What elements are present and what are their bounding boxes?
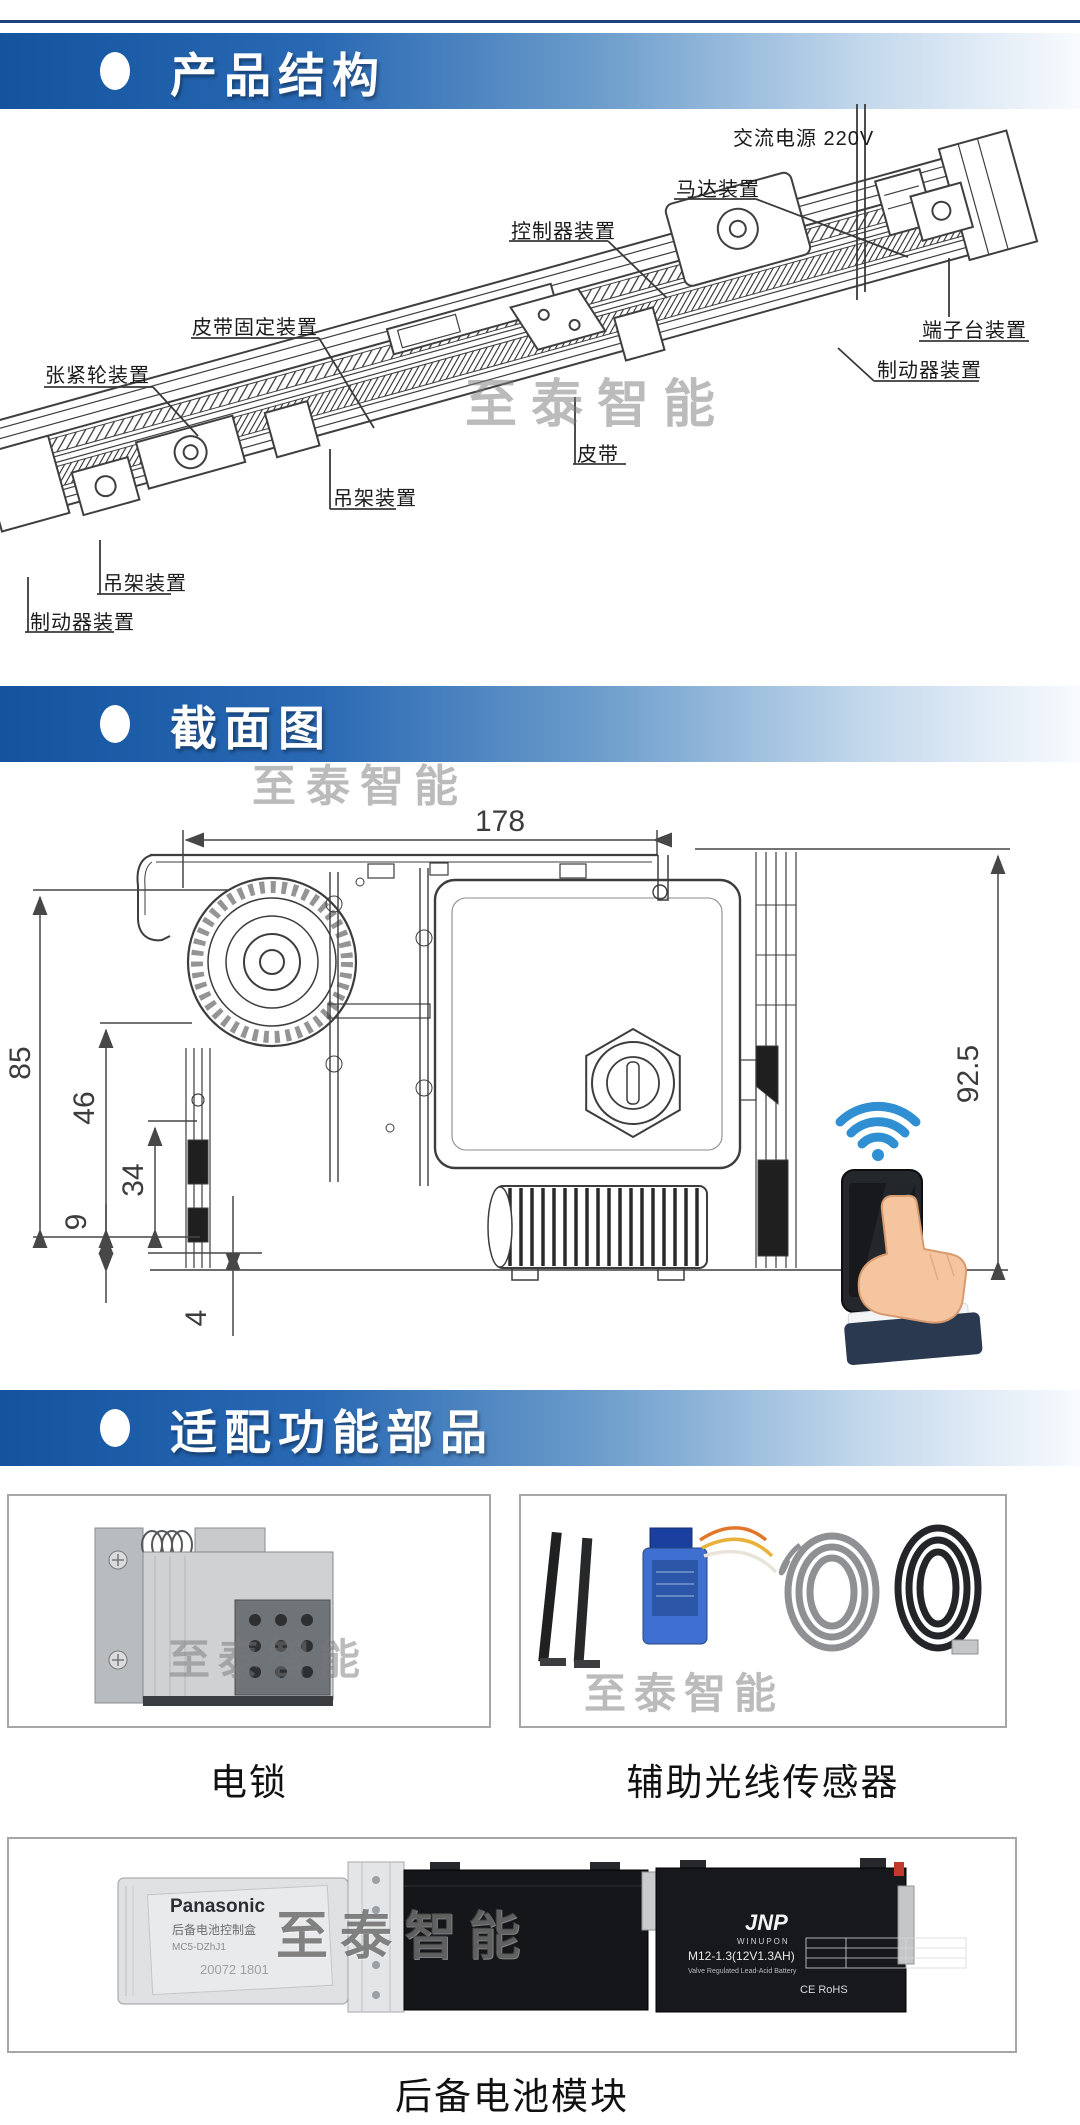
watermark: 至泰智能 <box>168 1636 369 1683</box>
structure-diagram: 交流电源 220V 马达装置 控制器装置 皮带固定装置 张紧轮装置 端子台装置 … <box>0 104 1039 634</box>
battery-label-main: M12-1.3(12V1.3AH) <box>688 1949 795 1963</box>
door-rail-drawing <box>0 129 1039 533</box>
label-hanger-bottom: 吊架装置 <box>103 572 187 595</box>
section-title: 截面图 <box>170 701 332 755</box>
battery-logo-sub: WINUPON <box>737 1937 790 1946</box>
battery-label-sub: Valve Regulated Lead-Acid Battery <box>688 1968 797 1975</box>
caption-electric-lock: 电锁 <box>210 1762 288 1803</box>
battery-module-image: Panasonic 后备电池控制盒 MC5-DZhJ1 20072 1801 J… <box>117 1858 967 2013</box>
caption-backup-battery: 后备电池模块 <box>395 2076 629 2117</box>
battery-box-line1: 后备电池控制盒 <box>172 1922 256 1937</box>
battery-cert-marks: CE RoHS <box>800 1984 848 1996</box>
watermark: 至泰智能 <box>584 1670 785 1717</box>
battery-stamp: 20072 1801 <box>200 1962 269 1977</box>
top-divider <box>0 20 1080 23</box>
dimension-values: 178 85 46 34 9 4 92.5 <box>4 805 985 1326</box>
section-banner-structure: 产品结构 <box>0 33 1080 109</box>
wifi-icon <box>835 1101 921 1161</box>
battery-logo: JNP <box>745 1910 788 1935</box>
dim-height-inner: 34 <box>117 1163 150 1196</box>
profile-drawing <box>136 852 1008 1281</box>
caption-light-sensor: 辅助光线传感器 <box>626 1762 900 1803</box>
leader-lines <box>25 104 1029 633</box>
watermark: 至泰智能 <box>276 1908 533 1966</box>
label-belt-fixing: 皮带固定装置 <box>192 316 318 339</box>
bullet-icon <box>100 52 130 90</box>
dim-width-top: 178 <box>475 805 525 838</box>
battery-brand: Panasonic <box>170 1896 265 1917</box>
smartphone-hand-illustration <box>841 1169 983 1366</box>
label-motor: 马达装置 <box>676 178 760 201</box>
label-controller: 控制器装置 <box>511 220 616 243</box>
dim-height-mid: 46 <box>68 1091 101 1124</box>
label-brake-right: 制动器装置 <box>877 359 982 382</box>
bullet-icon <box>100 1409 130 1447</box>
label-terminal-block: 端子台装置 <box>922 319 1027 342</box>
dim-depth-small: 4 <box>180 1310 213 1327</box>
dim-height-outer: 85 <box>4 1046 37 1079</box>
dim-height-small: 9 <box>60 1214 93 1231</box>
label-belt: 皮带 <box>577 443 619 466</box>
label-brake-left: 制动器装置 <box>30 611 135 634</box>
section-banner-accessories: 适配功能部品 <box>0 1390 1080 1466</box>
dimension-lines <box>32 830 1010 1336</box>
accessory-parts: Panasonic 后备电池控制盒 MC5-DZhJ1 20072 1801 J… <box>7 1494 1017 2053</box>
section-title: 适配功能部品 <box>170 1405 494 1459</box>
section-title: 产品结构 <box>170 48 386 102</box>
section-banner-crosssection: 截面图 <box>0 686 1080 762</box>
diagram-labels: 交流电源 220V 马达装置 控制器装置 皮带固定装置 张紧轮装置 端子台装置 … <box>30 127 1027 634</box>
cross-section-drawing: 178 85 46 34 9 4 92.5 <box>4 805 1010 1366</box>
watermark: 至泰智能 <box>465 376 730 434</box>
battery-box-line2: MC5-DZhJ1 <box>172 1942 226 1953</box>
electric-lock-image <box>94 1527 334 1706</box>
bullet-icon <box>100 705 130 743</box>
light-sensor-image <box>538 1524 982 1668</box>
label-tensioner: 张紧轮装置 <box>45 364 150 387</box>
label-ac-power: 交流电源 220V <box>733 127 874 150</box>
label-hanger-mid: 吊架装置 <box>333 487 417 510</box>
dim-height-right: 92.5 <box>952 1045 985 1103</box>
watermark: 至泰智能 <box>252 762 468 811</box>
